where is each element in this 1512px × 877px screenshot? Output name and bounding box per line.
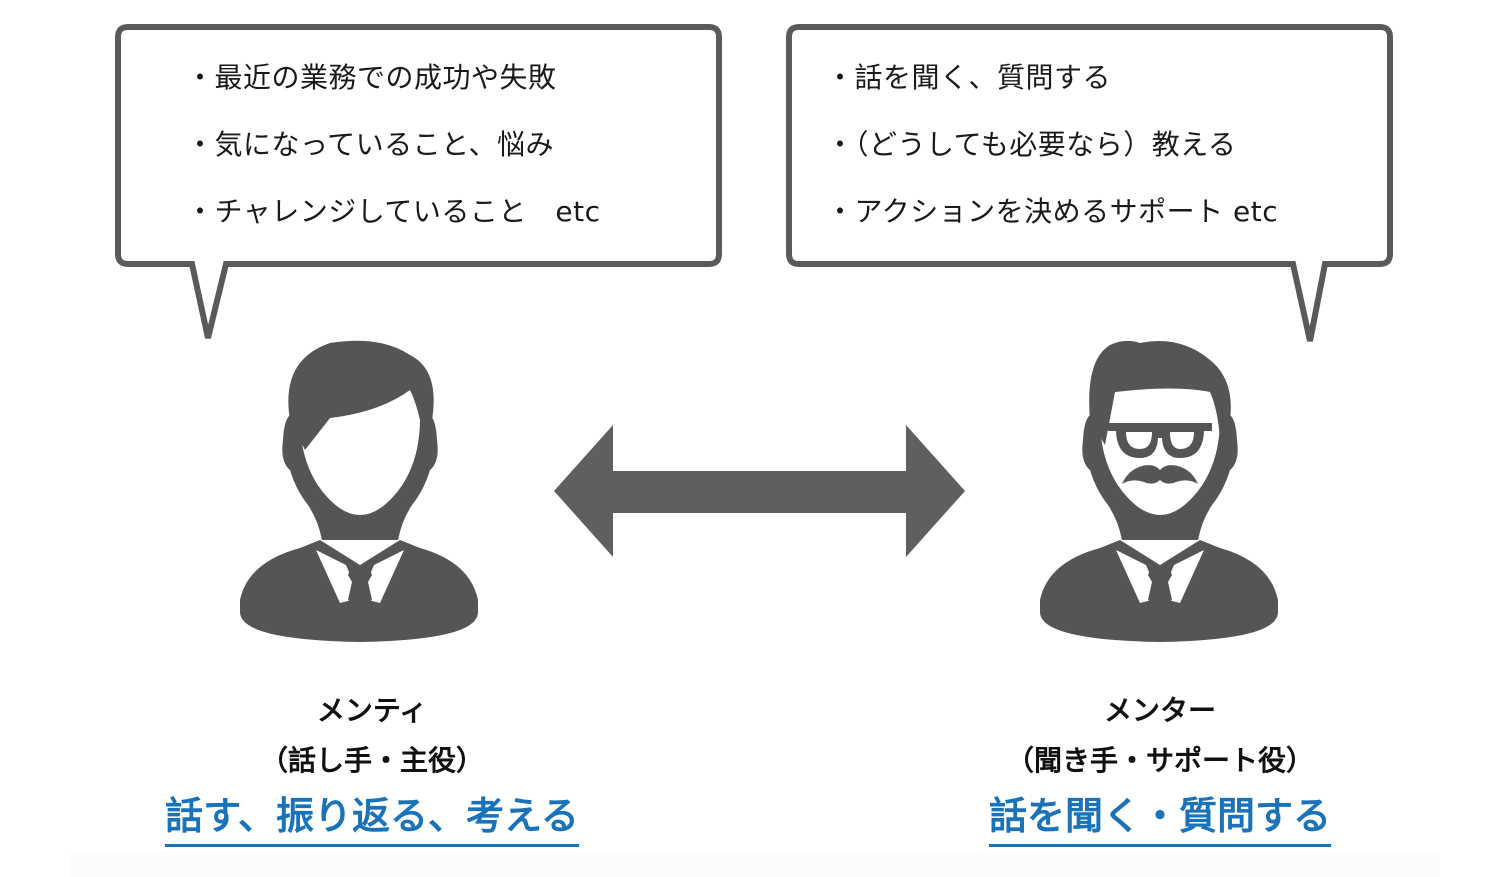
mentor-role-subtitle: （聞き手・サポート役） — [1005, 744, 1314, 777]
mentor-collar — [1116, 550, 1204, 603]
mentee-bubble-item: ・気になっていること、悩み — [186, 128, 554, 161]
mentee-bubble-list: ・最近の業務での成功や失敗 ・気になっていること、悩み ・チャレンジしていること… — [186, 44, 600, 245]
mentee-role-block: メンティ （話し手・主役） 話す、振り返る、考える — [122, 686, 622, 847]
mentor-role-name: メンター — [1103, 694, 1216, 727]
mentee-role-name: メンティ — [316, 694, 428, 727]
mentor-tie — [1148, 565, 1172, 606]
mentee-collar — [316, 550, 404, 603]
bottom-band — [70, 852, 1440, 877]
mentee-tie — [348, 565, 372, 606]
mentee-bubble-item: ・チャレンジしていること etc — [186, 195, 601, 228]
double-headed-arrow-icon — [554, 425, 965, 557]
mentor-bubble-item: ・アクションを決めるサポート etc — [826, 195, 1279, 228]
mentee-speech-bubble — [115, 24, 722, 339]
mentor-speech-bubble — [786, 24, 1393, 342]
mentor-bubble-list: ・話を聞く、質問する ・（どうしても必要なら）教える ・アクションを決めるサポー… — [826, 44, 1278, 245]
mentee-role-subtitle: （話し手・主役） — [259, 744, 484, 777]
mentor-bubble-item: ・（どうしても必要なら）教える — [826, 128, 1237, 161]
mentee-action-link[interactable]: 話す、振り返る、考える — [165, 788, 579, 847]
mentor-action-link[interactable]: 話を聞く・質問する — [988, 788, 1331, 847]
mentor-bubble-item: ・話を聞く、質問する — [826, 61, 1112, 94]
mentor-role-block: メンター （聞き手・サポート役） 話を聞く・質問する — [910, 686, 1410, 847]
mentee-bubble-item: ・最近の業務での成功や失敗 — [186, 61, 557, 94]
